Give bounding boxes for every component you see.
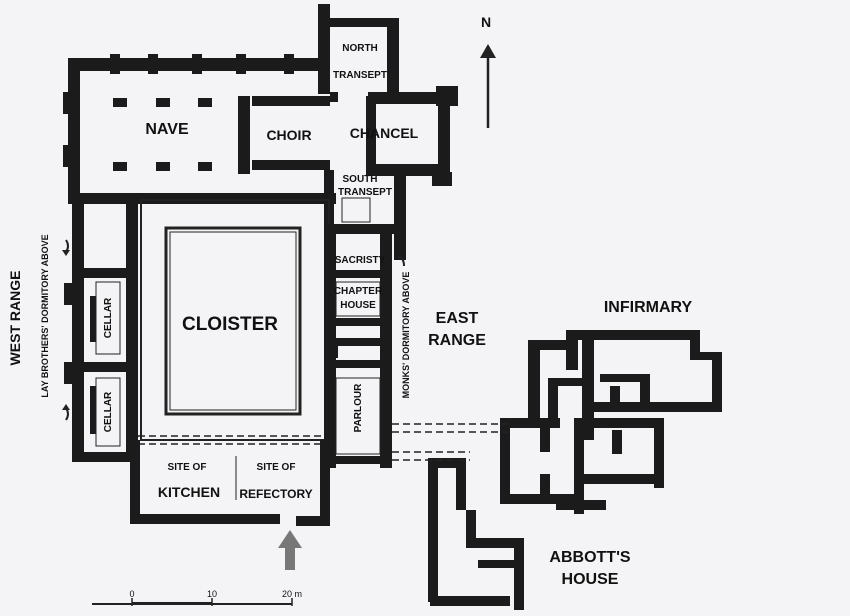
chapter-house-label-1: CHAPTER xyxy=(334,286,383,297)
south-range xyxy=(130,435,330,526)
chapter-house-label-2: HOUSE xyxy=(340,300,376,311)
nave-label: NAVE xyxy=(145,121,189,138)
infirmary-label: INFIRMARY xyxy=(604,299,693,316)
abbotts-house xyxy=(428,418,664,610)
site-of-refectory-label-2: REFECTORY xyxy=(239,487,312,501)
north-arrow-icon: N xyxy=(480,14,496,128)
monks-dormitory-label: MONKS' DORMITORY ABOVE xyxy=(401,272,411,399)
chancel-label: CHANCEL xyxy=(350,125,419,141)
site-of-refectory-label-1: SITE OF xyxy=(257,462,296,473)
passages xyxy=(392,423,510,461)
north-label: N xyxy=(481,14,491,30)
scale-tick-20: 20 m xyxy=(282,589,302,599)
parlour-label: PARLOUR xyxy=(353,383,364,432)
south-transept-label-1: SOUTH xyxy=(343,174,378,185)
east-range xyxy=(324,224,392,468)
east-range-label-2: RANGE xyxy=(428,332,486,349)
church xyxy=(63,4,458,260)
west-range-label: WEST RANGE xyxy=(7,271,23,366)
west-range xyxy=(64,204,138,462)
cellar-upper-label: CELLAR xyxy=(103,297,114,338)
north-transept-label-2: TRANSEPT xyxy=(333,70,387,81)
south-transept-label-2: TRANSEPT xyxy=(338,187,392,198)
stair-arrow-icon xyxy=(62,239,405,421)
entrance-arrow-icon xyxy=(278,530,302,570)
cloister-label: CLOISTER xyxy=(182,314,278,335)
abbotts-house-label-2: HOUSE xyxy=(562,571,619,588)
scale-tick-10: 10 xyxy=(207,589,217,599)
sacristy-label: SACRISTY xyxy=(335,255,386,266)
scale-tick-0: 0 xyxy=(129,589,134,599)
scale-bar: 0 10 20 m xyxy=(92,589,302,606)
choir-label: CHOIR xyxy=(266,127,311,143)
infirmary xyxy=(528,330,722,440)
north-transept-label-1: NORTH xyxy=(342,43,378,54)
abbotts-house-label-1: ABBOTT'S xyxy=(549,549,630,566)
site-of-kitchen-label-1: SITE OF xyxy=(168,462,207,473)
lay-brothers-dormitory-label: LAY BROTHERS' DORMITORY ABOVE xyxy=(40,234,50,397)
east-range-label-1: EAST xyxy=(436,310,479,327)
cellar-lower-label: CELLAR xyxy=(103,391,114,432)
site-of-kitchen-label-2: KITCHEN xyxy=(158,484,220,500)
room-labels: NORTH TRANSEPT NAVE CHOIR CHANCEL SOUTH … xyxy=(7,43,692,588)
